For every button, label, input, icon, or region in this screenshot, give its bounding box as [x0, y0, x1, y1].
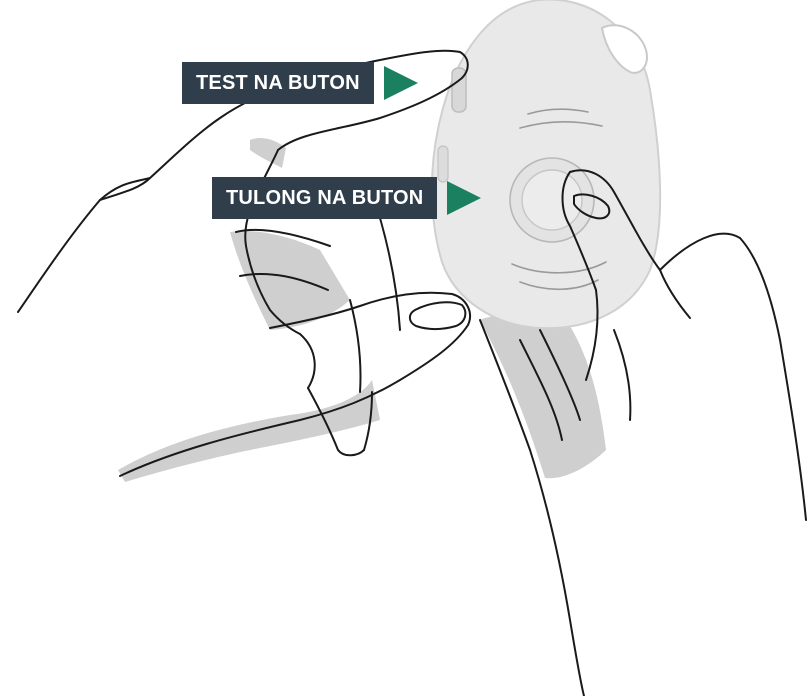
hands: [17, 49, 807, 696]
test-button-callout: TEST NA BUTON: [182, 62, 418, 104]
device: [430, 0, 662, 330]
hand-shading: [118, 137, 606, 482]
right-triangle-icon: [447, 181, 482, 215]
side-button-secondary: [437, 145, 449, 183]
help-button-inner-ring: [521, 169, 583, 231]
help-button-label: TULONG NA BUTON: [212, 177, 438, 219]
help-button-callout: TULONG NA BUTON: [212, 177, 482, 219]
test-button-label: TEST NA BUTON: [182, 62, 374, 104]
lanyard-hole: [600, 24, 648, 74]
speaker-lines: [511, 108, 607, 291]
right-triangle-icon: [383, 66, 418, 100]
side-test-button: [451, 67, 467, 113]
